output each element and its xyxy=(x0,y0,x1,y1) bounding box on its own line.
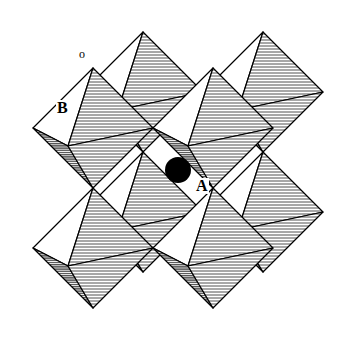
site-label: A xyxy=(195,178,209,194)
octahedron-face xyxy=(68,128,153,188)
a-site-atom xyxy=(165,157,191,183)
vertex-label: o xyxy=(78,48,86,60)
octahedron-face xyxy=(68,248,153,308)
site-label: B xyxy=(56,100,69,116)
octahedron-face xyxy=(188,248,273,308)
